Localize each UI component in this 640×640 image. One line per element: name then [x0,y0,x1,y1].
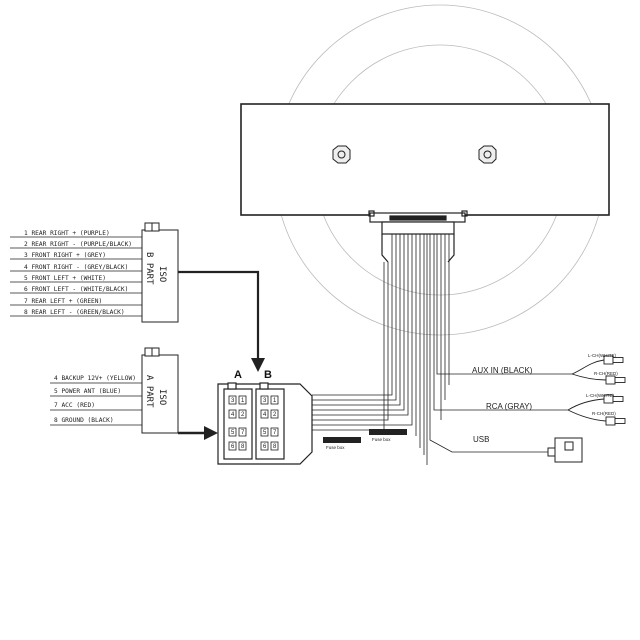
iso-b-label-part: B PART [144,252,154,285]
wire-harness [312,234,572,465]
iso-b-label-iso: ISO [157,266,167,282]
aux-right-label: R-CH(RED) [594,371,618,376]
iso-a-wires [50,382,142,426]
pin-label: 7 [241,430,245,436]
aux-in-label: AUX IN (BLACK) [472,366,533,375]
pin-label: 6 [231,444,235,450]
pin-label: 4 [263,412,267,418]
rca-plug-icon [603,394,624,404]
pin-label: 3 [263,398,267,404]
iso-a-label-part: A PART [144,375,154,408]
wire-label: 2 REAR RIGHT - (PURPLE/BLACK) [24,241,132,248]
wire-label: 5 FRONT LEFT + (WHITE) [24,275,106,282]
fuse-box-label: Fuse box [372,437,391,442]
rca-label: RCA (GRAY) [486,402,532,411]
usb-plug-icon [547,437,583,463]
pin-label: 4 [231,412,235,418]
aux-left-label: L-CH(WHITE) [588,353,616,358]
rear-bracket [368,210,468,263]
pin-label: 5 [231,430,235,436]
arrow-icon [178,270,265,372]
pin-label: 8 [273,444,277,450]
rca-left-label: L-CH(WHITE) [586,393,614,398]
head-unit-body [240,103,610,216]
iso-a-label-iso: ISO [157,389,167,405]
pin-label: 5 [263,430,267,436]
pin-label: 3 [231,398,235,404]
wire-label: 4 FRONT RIGHT - (GREY/BLACK) [24,264,128,271]
screw-icon [478,145,497,164]
pin-label: 8 [241,444,245,450]
iso-b-part: 1 REAR RIGHT + (PURPLE) 2 REAR RIGHT - (… [10,222,179,323]
iso-b-plug [141,222,179,323]
arrow-icon [178,426,218,440]
connector-b-label: B [264,369,272,381]
pin-label: 7 [273,430,277,436]
rca-plug-icon [603,355,624,365]
fuse-box: Fuse box [369,429,407,442]
usb-cable: USB [473,435,583,463]
fuse-box-label: Fuse box [326,445,345,450]
usb-label: USB [473,435,489,444]
wire-label: 7 REAR LEFT + (GREEN) [24,298,102,305]
wire-label: 3 FRONT RIGHT + (GREY) [24,252,106,259]
connector-a-label: A [234,369,242,381]
iso-a-plug [141,347,179,434]
iso-a-part: 4 BACKUP 12V+ (YELLOW) 5 POWER ANT (BLUE… [50,347,179,434]
wire-label: 5 POWER ANT (BLUE) [54,388,121,395]
rca-right-label: R-CH(RED) [592,411,616,416]
wire-label: 8 GROUND (BLACK) [54,417,114,424]
fuse-box: Fuse box [323,437,361,450]
rca-cable: RCA (GRAY) L-CH(WHITE) R-CH(RED) [486,393,626,426]
pin-label: 1 [273,398,277,404]
wire-label: 8 REAR LEFT - (GREEN/BLACK) [24,309,125,316]
pin-label: 1 [241,398,245,404]
head-unit [240,103,610,263]
pin-label: 2 [241,412,245,418]
ab-connector: A B 3 1 4 2 5 7 6 8 3 1 4 2 5 [217,369,313,465]
wire-label: 4 BACKUP 12V+ (YELLOW) [54,375,136,382]
aux-in-cable: AUX IN (BLACK) L-CH(WHITE) R-CH(RED) [472,353,626,385]
pin-label: 2 [273,412,277,418]
pin-label: 6 [263,444,267,450]
rca-plug-icon [605,375,626,385]
wire-label: 7 ACC (RED) [54,402,95,409]
wire-label: 6 FRONT LEFT - (WHITE/BLACK) [24,286,128,293]
iso-b-wires [10,236,142,317]
wire-label: 1 REAR RIGHT + (PURPLE) [24,230,110,237]
screw-icon [332,145,351,164]
rca-plug-icon [605,416,626,426]
